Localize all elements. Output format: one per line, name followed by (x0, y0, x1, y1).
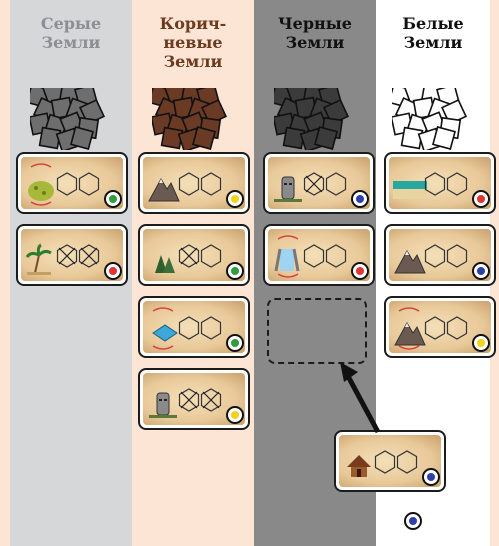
land-tile (69, 125, 95, 150)
hex-slot (303, 172, 325, 196)
meadow-icon (28, 181, 54, 201)
land-card[interactable] (138, 368, 250, 430)
stone-head-icon (149, 392, 177, 418)
hex-slot (446, 316, 468, 340)
yellow-token-icon (226, 190, 244, 208)
card-face (339, 435, 441, 487)
hex-slot (178, 388, 200, 412)
hex-slot (178, 244, 200, 268)
hex-slot (374, 450, 396, 474)
land-card[interactable] (334, 430, 446, 492)
land-card[interactable] (16, 152, 128, 214)
card-face (143, 301, 245, 353)
hex-slot (396, 450, 418, 474)
column-title: Корич- невые Земли (159, 14, 227, 71)
hex-slot (200, 388, 222, 412)
hex-slot (200, 244, 222, 268)
mountain-icon (394, 249, 426, 274)
column-title: Серые Земли (40, 14, 102, 52)
hex-slot (424, 316, 446, 340)
hex-slot (178, 172, 200, 196)
hut-icon (347, 455, 371, 477)
tile-pile[interactable] (392, 88, 474, 150)
land-tile (313, 125, 339, 150)
hex-slot (303, 244, 325, 268)
yellow-token-icon (472, 334, 490, 352)
blue-token-icon[interactable] (404, 512, 422, 530)
land-card[interactable] (138, 224, 250, 286)
lake-icon (152, 324, 178, 342)
column-title: Белые Земли (402, 14, 464, 52)
ripple-icon (277, 235, 299, 278)
land-card[interactable] (384, 224, 496, 286)
hex-slot (78, 244, 100, 268)
forest-icon (155, 255, 175, 273)
ripple-icon (30, 163, 52, 206)
green-token-icon (104, 190, 122, 208)
empty-card-slot[interactable] (267, 298, 367, 364)
column-title: Черные Земли (278, 14, 352, 52)
ripple-icon (152, 307, 174, 350)
red-token-icon (104, 262, 122, 280)
land-card[interactable] (263, 152, 375, 214)
hex-slot (424, 172, 446, 196)
beach-icon (393, 181, 427, 199)
hex-slot (56, 172, 78, 196)
cross-icon (180, 247, 198, 265)
tile-pile[interactable] (274, 88, 356, 150)
green-token-icon (226, 262, 244, 280)
tile-pile[interactable] (30, 88, 112, 150)
land-tile (431, 125, 457, 150)
palm-tree-icon (25, 243, 52, 275)
mountain-icon (394, 321, 426, 346)
blue-token-icon (422, 468, 440, 486)
tile-pile[interactable] (152, 88, 234, 150)
land-card[interactable] (263, 224, 375, 286)
hex-slot (200, 172, 222, 196)
hex-slot (446, 244, 468, 268)
land-card[interactable] (138, 152, 250, 214)
land-tile (191, 125, 217, 150)
hex-slot (325, 244, 347, 268)
hex-slot (200, 316, 222, 340)
cross-icon (58, 247, 76, 265)
hex-slot (446, 172, 468, 196)
green-token-icon (226, 334, 244, 352)
red-token-icon (351, 262, 369, 280)
hex-slot (178, 316, 200, 340)
card-face (268, 157, 370, 209)
cross-icon (305, 175, 323, 193)
hex-slot (78, 172, 100, 196)
mountain-icon (148, 177, 180, 202)
land-card[interactable] (138, 296, 250, 358)
hex-slot (56, 244, 78, 268)
land-card[interactable] (384, 296, 496, 358)
waterfall-icon (274, 248, 300, 272)
red-token-icon (472, 190, 490, 208)
land-card[interactable] (384, 152, 496, 214)
cross-icon (180, 391, 198, 409)
blue-token-icon (472, 262, 490, 280)
cross-icon (202, 391, 220, 409)
cross-icon (80, 247, 98, 265)
blue-token-icon (351, 190, 369, 208)
yellow-token-icon (226, 406, 244, 424)
land-card[interactable] (16, 224, 128, 286)
hex-slot (325, 172, 347, 196)
stone-head-icon (274, 176, 302, 202)
hex-slot (424, 244, 446, 268)
ripple-icon (398, 307, 420, 350)
